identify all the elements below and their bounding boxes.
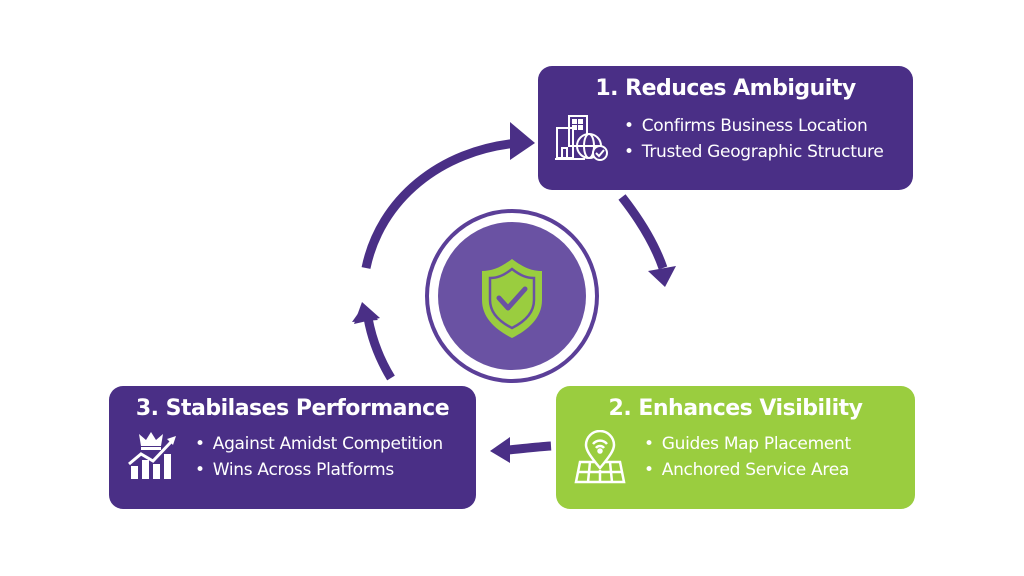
building-globe-check-icon (555, 114, 611, 166)
center-badge (425, 209, 599, 383)
arrow-step3-to-step1-upper (361, 138, 519, 269)
arrowhead-up-left-tip (354, 302, 380, 324)
bullet-item: Anchored Service Area (644, 457, 851, 483)
bullet-item: Against Amidst Competition (195, 431, 443, 457)
arrow-step3-to-step1-lower (363, 317, 395, 381)
shield-check-icon (482, 259, 542, 338)
arrowhead-to-step2 (648, 266, 676, 287)
step-card-2: 2. Enhances Visibility Guides Map Placem… (556, 386, 915, 509)
step-bullets: Against Amidst Competition Wins Across P… (195, 431, 443, 483)
step-title: 2. Enhances Visibility (608, 396, 863, 421)
arrow-step2-to-step3 (507, 441, 552, 455)
arrowhead-to-step3 (490, 437, 510, 463)
arrowhead-to-step1 (510, 122, 535, 160)
step-bullets: Confirms Business Location Trusted Geogr… (624, 113, 884, 165)
bullet-item: Trusted Geographic Structure (624, 139, 884, 165)
step-card-1: 1. Reduces Ambiguity Confirms Business L… (538, 66, 913, 190)
bullet-item: Guides Map Placement (644, 431, 851, 457)
arrow-step1-to-step2 (618, 194, 668, 270)
crown-growth-chart-icon (127, 430, 179, 484)
step-title: 1. Reduces Ambiguity (595, 76, 856, 101)
step-title: 3. Stabilases Performance (135, 396, 450, 421)
step-card-3: 3. Stabilases Performance Against Amidst… (109, 386, 476, 509)
step-bullets: Guides Map Placement Anchored Service Ar… (644, 431, 851, 483)
bullet-item: Wins Across Platforms (195, 457, 443, 483)
bullet-item: Confirms Business Location (624, 113, 884, 139)
map-pin-signal-icon (574, 429, 626, 488)
